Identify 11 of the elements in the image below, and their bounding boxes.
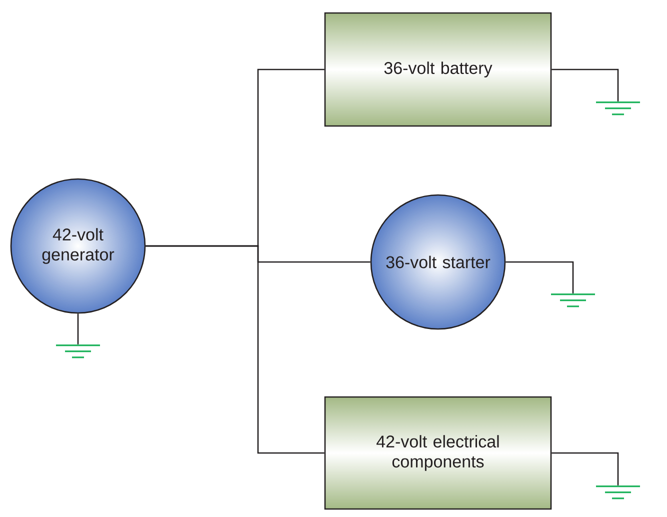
wire (506, 261, 574, 294)
wire (552, 452, 619, 486)
wire (77, 314, 79, 344)
wire (146, 245, 324, 454)
ground-symbol (56, 344, 100, 358)
ground-symbol (551, 294, 595, 308)
component-box: 42-volt electrical components (324, 396, 552, 510)
ground-symbol (596, 102, 640, 116)
ground-symbol (596, 486, 640, 500)
component-box: 36-volt battery (324, 12, 552, 127)
wire (552, 68, 619, 102)
